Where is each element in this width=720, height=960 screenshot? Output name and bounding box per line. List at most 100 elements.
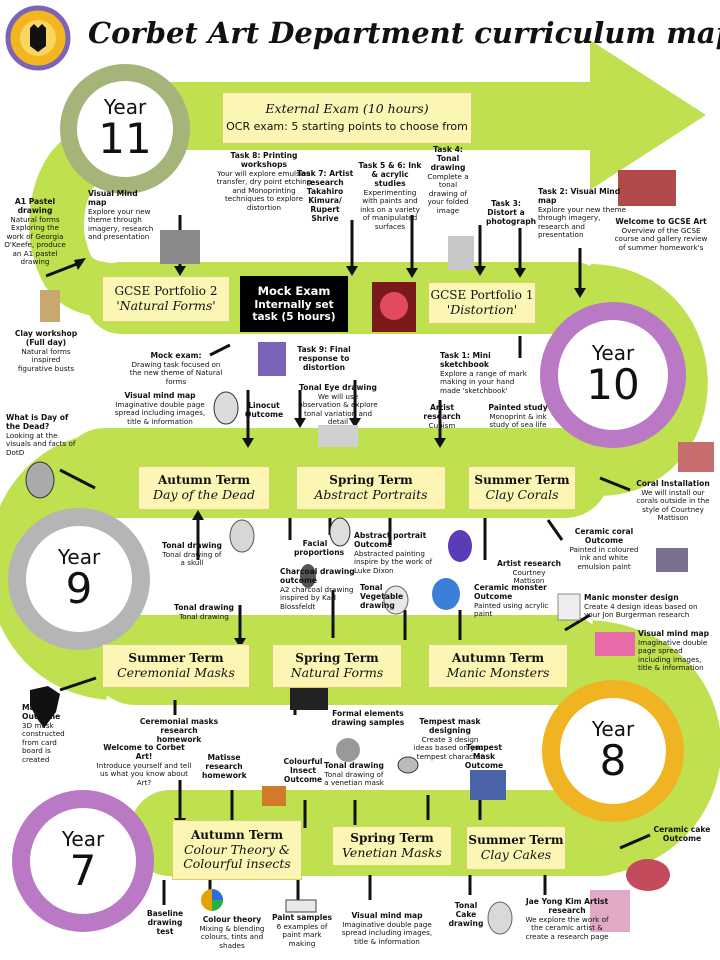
annotation-body: We will install our corals outside in th… bbox=[636, 487, 710, 523]
mock-exam-box: Mock Exam Internally set task (5 hours) bbox=[240, 276, 348, 332]
annotation-title: Colourful Insect Outcome bbox=[283, 757, 323, 784]
box-title: Spring Term bbox=[295, 650, 379, 665]
annotation-body: Imaginative double page spread including… bbox=[638, 637, 708, 673]
annotation-title: Task 2: Visual Mind map bbox=[538, 187, 621, 205]
annotation-body: 6 examples of paint mark making bbox=[276, 921, 328, 948]
annotation-facial: Facial proportions bbox=[294, 539, 344, 558]
annotation-title: Formal elements drawing samples bbox=[331, 709, 405, 727]
annotation-body: Explore a range of mark making in your h… bbox=[440, 368, 527, 395]
annotation-tempest-out: Tempest Mask Outcome bbox=[454, 743, 514, 771]
box-title: GCSE Portfolio 2 bbox=[114, 283, 218, 298]
annotation-body: Tonal drawing of a venetian mask bbox=[324, 769, 384, 788]
annotation-body: Drawing task focused on the new theme of… bbox=[129, 359, 223, 386]
year-label: Year bbox=[103, 94, 147, 119]
africa-icon bbox=[30, 686, 60, 728]
annotation-title: Baseline drawing test bbox=[146, 909, 184, 936]
annotation-title: A1 Pastel drawing bbox=[14, 197, 56, 215]
box-title: Autumn Term bbox=[157, 472, 251, 487]
box-subtitle: Ceremonial Masks bbox=[117, 664, 235, 680]
annotation-body: Abstracted painting inspire by the work … bbox=[354, 548, 433, 575]
annotation-body: Natural forms Exploring the work of Geor… bbox=[4, 214, 66, 267]
annotation-insect: Colourful Insect Outcome bbox=[282, 757, 324, 785]
annotation-title: Task 4: Tonal drawing bbox=[430, 145, 466, 172]
annotation-title: Clay workshop (Full day) bbox=[14, 329, 78, 347]
annotation-body: Courtney Mattison bbox=[512, 567, 546, 586]
annotation-baseline: Baseline drawing test bbox=[144, 909, 186, 937]
annotation-ceremonial: Ceremonial masks research homework bbox=[138, 717, 220, 745]
annotation-tonal-cake: Tonal Cake drawing bbox=[446, 901, 486, 929]
box-subtitle: Internally set task (5 hours) bbox=[252, 298, 336, 323]
annotation-title: Artist research bbox=[423, 403, 461, 421]
annotation-welcome-corbet: Welcome to Corbet Art!Introduce yourself… bbox=[96, 743, 192, 787]
annotation-body: Imaginative double page spread including… bbox=[114, 399, 206, 426]
year-label: Year bbox=[61, 826, 105, 851]
box-subtitle: Abstract Portraits bbox=[314, 486, 428, 502]
flow-arrows bbox=[45, 215, 651, 905]
box-subtitle: Manic Monsters bbox=[446, 664, 550, 680]
annotation-body: Monoprint & ink study of sea life bbox=[489, 411, 547, 430]
annotation-title: Task 7: Artist research Takahiro Kimura/… bbox=[296, 169, 354, 223]
annotation-body: Overview of the GCSE course and gallery … bbox=[614, 225, 708, 252]
annotation-title: Ceramic cake Outcome bbox=[653, 825, 711, 843]
annotation-title: Task 8: Printing workshops bbox=[230, 151, 298, 169]
annotation-title: Ceramic monster Outcome bbox=[474, 583, 547, 601]
annotation-title: Artist research bbox=[497, 559, 561, 568]
annotation-title: Tonal Vegetable drawing bbox=[360, 583, 404, 610]
artwork-thumbnails bbox=[25, 170, 714, 935]
box-title: Spring Term bbox=[350, 830, 434, 845]
box-title: Summer Term bbox=[468, 832, 564, 847]
annotation-body: Tonal drawing bbox=[179, 611, 229, 621]
annotation-title: Painted study bbox=[488, 403, 548, 412]
year-number: 8 bbox=[599, 735, 627, 785]
external-exam-box: External Exam (10 hours) OCR exam: 5 sta… bbox=[222, 92, 472, 144]
owl-icon bbox=[30, 24, 46, 52]
annotation-body: Introduce yourself and tell us what you … bbox=[96, 760, 192, 787]
annotation-title: Ceramic coral Outcome bbox=[574, 527, 634, 545]
annotation-lino: Linocut Outcome bbox=[244, 401, 284, 420]
annotation-title: Mock exam: bbox=[150, 351, 202, 360]
y7-spring-box: Spring Term Venetian Masks bbox=[332, 826, 452, 866]
exam-line1: External Exam (10 hours) bbox=[265, 101, 429, 117]
exam-line2: OCR exam: 5 starting points to choose fr… bbox=[226, 119, 468, 133]
annotation-title: Colour theory bbox=[202, 915, 262, 924]
annotation-title: Welcome to Corbet Art! bbox=[103, 743, 185, 761]
gcse-portfolio-1-box: GCSE Portfolio 1 'Distortion' bbox=[428, 282, 536, 324]
annotation-body: Mixing & blending colours, tints and sha… bbox=[199, 923, 265, 950]
annotation-task7: Task 7: Artist research Takahiro Kimura/… bbox=[296, 169, 354, 224]
annotation-title: Task 1: Mini sketchbook bbox=[440, 351, 491, 369]
annotation-body: Create 4 design ideas based on your Jon … bbox=[584, 601, 698, 620]
annotation-title: Jae Yong Kim Artist research bbox=[525, 897, 609, 915]
box-title: Summer Term bbox=[128, 650, 224, 665]
box-subtitle: Venetian Masks bbox=[342, 844, 442, 860]
annotation-title: Linocut Outcome bbox=[244, 401, 284, 419]
annotation-title: Tonal Cake drawing bbox=[448, 901, 484, 928]
box-subtitle: Clay Corals bbox=[485, 486, 559, 502]
annotation-task9: Task 9: Final response to distortion bbox=[296, 345, 352, 373]
annotation-body: We explore the work of the ceramic artis… bbox=[525, 914, 609, 941]
annotation-body: Experimenting with paints and inks on a … bbox=[360, 187, 420, 231]
year-label: Year bbox=[591, 716, 635, 741]
annotation-task3: Task 3: Distort a photograph bbox=[486, 199, 536, 227]
annotation-body: Painted in coloured ink and white emulsi… bbox=[569, 544, 639, 571]
annotation-formal: Formal elements drawing samples bbox=[330, 709, 406, 728]
annotation-body: We will use observation & explore tonal … bbox=[298, 391, 378, 427]
